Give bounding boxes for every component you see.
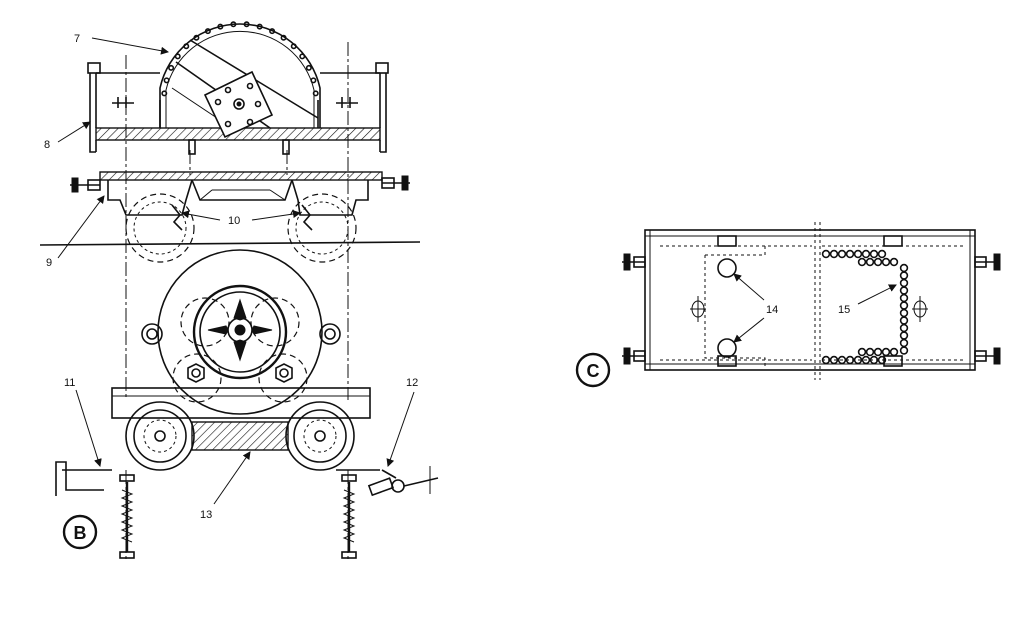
panel-b-marker: B	[62, 514, 98, 550]
panel-b-letter: B	[74, 523, 87, 543]
chain-link	[873, 257, 883, 267]
chain-link	[881, 347, 891, 357]
chain-link	[837, 355, 847, 365]
chain-link	[899, 271, 909, 280]
chain-link	[829, 249, 839, 259]
chain-link	[853, 355, 863, 365]
bolt-hole	[305, 64, 312, 71]
panel-c-marker: C	[575, 352, 611, 388]
callout-11: 11	[64, 377, 102, 467]
bolt-hole	[256, 23, 263, 30]
plan-view-c	[622, 222, 1001, 380]
chain-link	[857, 347, 867, 357]
chain-link	[899, 308, 909, 318]
panel-c-letter: C	[587, 361, 600, 381]
drum-bolt-holes	[161, 21, 319, 97]
callout-8: 8	[44, 121, 91, 151]
bolt-hole	[193, 34, 200, 41]
chain-link	[889, 347, 899, 357]
chain-link	[861, 355, 871, 365]
chain-link	[899, 331, 909, 340]
chain-link	[881, 257, 891, 267]
bolt-hole	[269, 28, 276, 35]
bolt-hole	[163, 77, 170, 84]
bolt-hole	[204, 28, 211, 35]
bolt-hole	[280, 34, 287, 41]
chain-link	[899, 263, 909, 273]
chain-link	[877, 355, 887, 365]
chain-link	[845, 249, 855, 259]
label-11: 11	[64, 377, 75, 389]
bolt-hole	[168, 64, 175, 71]
bolt-hole	[183, 43, 190, 50]
chain-link	[853, 249, 863, 259]
carriage-section: 10	[39, 171, 421, 263]
callout-9: 9	[46, 195, 105, 269]
chain-link	[869, 355, 879, 365]
chain-link	[899, 338, 909, 348]
callout-7: 7	[74, 33, 169, 55]
label-10: 10	[228, 215, 240, 227]
front-view-b	[55, 249, 439, 559]
bolt-hole	[299, 53, 306, 60]
label-13: 13	[200, 509, 212, 521]
bolt-hole	[310, 77, 317, 84]
chain-link	[899, 278, 909, 288]
bolt-hole	[230, 21, 237, 28]
chain-link	[873, 347, 883, 357]
label-8: 8	[44, 139, 50, 151]
chain-link	[865, 347, 875, 357]
chain-link	[899, 323, 909, 333]
chain-circles	[821, 249, 909, 365]
chain-link	[865, 257, 875, 267]
chain-link	[869, 249, 879, 259]
bolt-hole	[243, 21, 250, 28]
chain-link	[845, 355, 855, 365]
callout-12: 12	[386, 377, 418, 467]
chain-link	[861, 249, 871, 259]
callout-15: 15	[838, 284, 897, 316]
chain-link	[821, 249, 831, 259]
label-7: 7	[74, 33, 80, 45]
chain-link	[877, 249, 887, 259]
chain-link	[899, 301, 909, 310]
chain-link	[899, 293, 909, 303]
bolt-hole	[161, 90, 168, 97]
label-9: 9	[46, 257, 52, 269]
chain-link	[821, 355, 831, 365]
chain-link	[837, 249, 847, 259]
callout-13: 13	[200, 451, 251, 521]
chain-link	[899, 316, 909, 325]
bolt-hole	[217, 23, 224, 30]
chain-link	[829, 355, 839, 365]
label-15: 15	[838, 304, 850, 316]
chain-link	[889, 257, 899, 267]
rotating-drum	[159, 21, 321, 139]
chain-link	[899, 286, 909, 295]
label-14: 14	[766, 304, 778, 316]
bolt-hole	[174, 53, 181, 60]
chain-link	[899, 346, 909, 355]
bolt-hole	[312, 90, 319, 97]
chain-link	[857, 257, 867, 267]
bolt-hole	[290, 43, 297, 50]
label-12: 12	[406, 377, 418, 389]
callout-14: 14	[733, 273, 778, 343]
